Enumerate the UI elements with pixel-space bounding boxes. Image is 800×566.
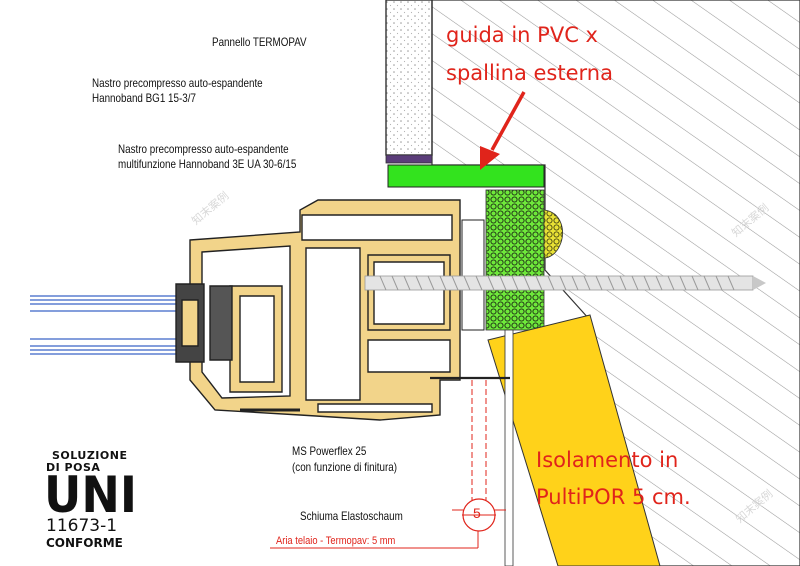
label-tape2-line2: multifunzione Hannoband 3E UA 30-6/15 xyxy=(118,157,297,171)
badge-number: 11673-1 xyxy=(46,516,118,536)
dimension-value: 5 xyxy=(473,505,481,521)
callout-guide-line1: guida in PVC x xyxy=(446,23,598,47)
anchor-screw xyxy=(364,275,766,291)
glazing-unit xyxy=(30,295,182,355)
pvc-guide xyxy=(387,164,545,188)
callout-arrow xyxy=(480,91,526,170)
pvc-window-frame xyxy=(175,199,510,421)
label-tape2-line1: Nastro precompresso auto-espandente xyxy=(118,142,289,156)
label-tape1-line1: Nastro precompresso auto-espandente xyxy=(92,76,263,90)
label-foam: Schiuma Elastoschaum xyxy=(300,509,403,523)
callout-insulation-line2: PultiPOR 5 cm. xyxy=(536,485,691,509)
termopav-panel xyxy=(385,0,433,164)
badge-big: UNI xyxy=(44,466,137,524)
badge-line1: SOLUZIONE xyxy=(52,449,128,462)
hannoband-tape-bg1 xyxy=(543,209,563,259)
label-powerflex-line1: MS Powerflex 25 xyxy=(292,444,367,458)
label-tape1-line2: Hannoband BG1 15-3/7 xyxy=(92,91,196,105)
label-powerflex-line2: (con funzione di finitura) xyxy=(292,460,398,474)
hannoband-tape-3e xyxy=(485,189,545,331)
pultipor-insulation xyxy=(487,314,661,566)
finishing-strip xyxy=(504,329,514,566)
callout-guide-line2: spallina esterna xyxy=(446,61,613,85)
label-gap: Aria telaio - Termopav: 5 mm xyxy=(276,535,396,547)
callout-insulation-line1: Isolamento in xyxy=(536,448,679,472)
label-panel: Pannello TERMOPAV xyxy=(212,35,307,49)
badge-conforme: CONFORME xyxy=(46,536,123,550)
badge-line2: DI POSA xyxy=(46,461,101,474)
